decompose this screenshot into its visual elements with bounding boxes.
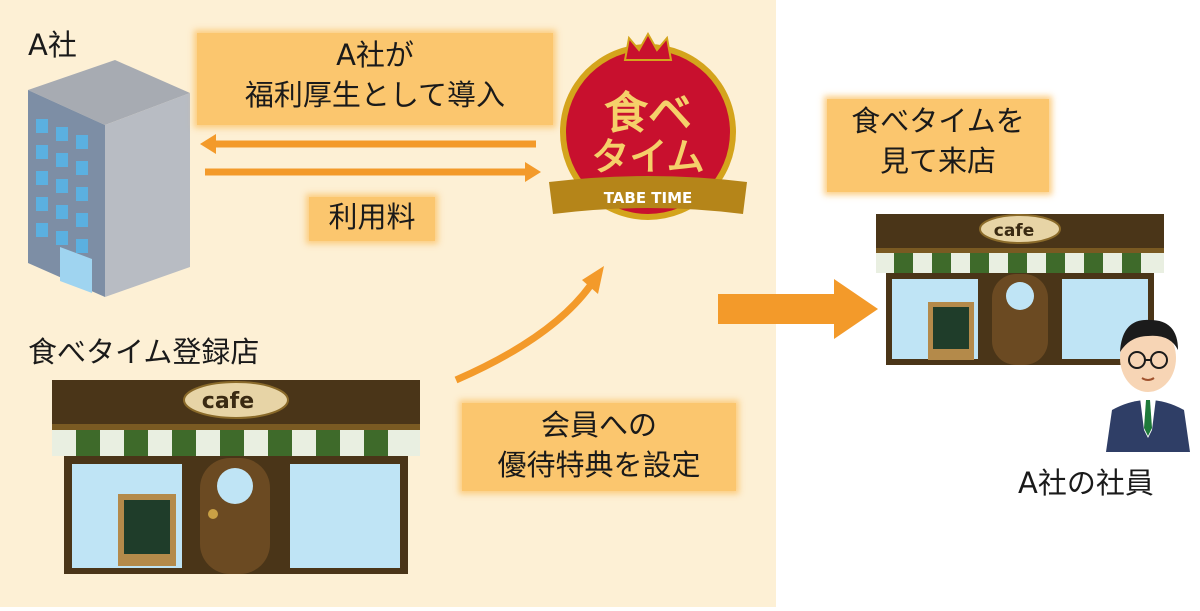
fee-box: 利用料 bbox=[309, 197, 435, 241]
logo-line-2: タイム bbox=[591, 135, 704, 179]
logo-subtitle: TABE TIME bbox=[604, 189, 693, 207]
cafe-storefront-small-icon: cafe bbox=[876, 214, 1164, 365]
benefit-line-1: 会員への bbox=[540, 408, 657, 442]
arrow-left bbox=[200, 134, 536, 154]
visit-line-2: 見て来店 bbox=[879, 144, 996, 178]
visit-box: 食べタイムを 見て来店 bbox=[827, 99, 1049, 192]
cafe-storefront-icon: cafe bbox=[52, 380, 420, 574]
office-building-icon bbox=[28, 60, 190, 297]
benefit-box: 会員への 優待特典を設定 bbox=[462, 403, 736, 491]
benefit-line-2: 優待特典を設定 bbox=[497, 448, 701, 482]
fee-label: 利用料 bbox=[328, 200, 416, 234]
curved-arrow bbox=[454, 266, 604, 384]
big-right-arrow bbox=[718, 279, 878, 339]
introduce-line-2: 福利厚生として導入 bbox=[244, 78, 506, 112]
employee-label: A社の社員 bbox=[1018, 466, 1154, 500]
tabe-time-logo: 食ベ タイム TABE TIME bbox=[549, 31, 747, 220]
introduce-box: A社が 福利厚生として導入 bbox=[197, 33, 553, 125]
employee-person-icon bbox=[1106, 319, 1190, 452]
introduce-line-1: A社が bbox=[336, 38, 414, 72]
visit-line-1: 食べタイムを bbox=[851, 104, 1025, 138]
company-label: A社 bbox=[28, 28, 77, 62]
arrow-right bbox=[205, 162, 541, 182]
cafe-sign-right: cafe bbox=[994, 221, 1034, 241]
cafe-sign-left: cafe bbox=[202, 389, 254, 414]
registered-store-label: 食べタイム登録店 bbox=[28, 335, 260, 369]
logo-line-1: 食ベ bbox=[604, 88, 692, 139]
